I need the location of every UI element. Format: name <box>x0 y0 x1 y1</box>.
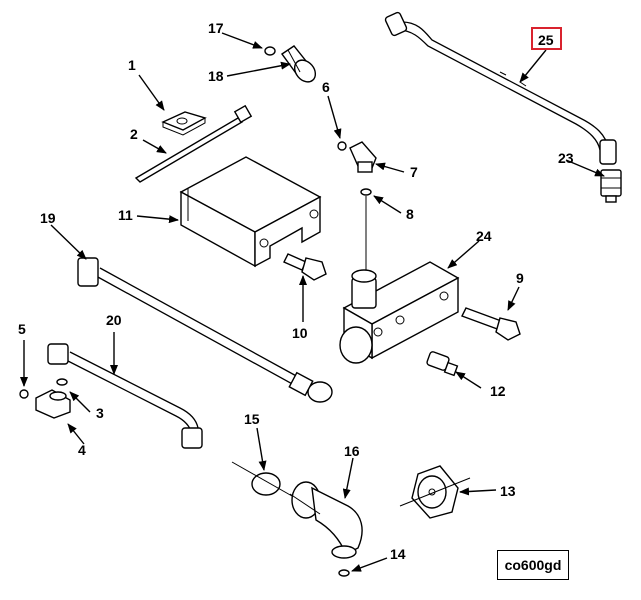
callout-25: 25 <box>538 32 554 48</box>
part-20-hose <box>47 343 203 449</box>
part-6-o-ring <box>337 141 347 151</box>
callout-15: 15 <box>244 411 260 427</box>
callout-23: 23 <box>558 150 574 166</box>
callout-13: 13 <box>500 483 516 499</box>
callout-16: 16 <box>344 443 360 459</box>
part-1-clamp <box>161 111 207 136</box>
part-15-o-ring <box>251 472 281 496</box>
callout-10: 10 <box>292 325 308 341</box>
callout-8: 8 <box>406 206 414 222</box>
callout-6: 6 <box>322 79 330 95</box>
part-25-hose <box>384 11 617 165</box>
part-14-o-ring <box>338 569 350 577</box>
highlighted-callout-box <box>531 27 562 50</box>
callout-3: 3 <box>96 405 104 421</box>
part-4-elbow-fitting <box>35 389 71 419</box>
callout-12: 12 <box>490 383 506 399</box>
part-3-o-ring <box>56 378 68 386</box>
callout-19: 19 <box>40 210 56 226</box>
part-11-mounting-block <box>179 156 322 268</box>
callout-5: 5 <box>18 321 26 337</box>
part-10-bolt <box>283 253 327 281</box>
callout-9: 9 <box>516 270 524 286</box>
leader-lines <box>20 32 605 572</box>
part-18-fitting <box>281 45 317 83</box>
part-2-cable-tie <box>134 104 253 183</box>
part-19-hose <box>77 257 333 403</box>
part-7-elbow-fitting <box>349 141 377 173</box>
part-9-bolt <box>461 307 521 341</box>
callout-4: 4 <box>78 442 86 458</box>
part-12-fitting <box>426 351 459 377</box>
part-23-fitting <box>600 169 622 203</box>
part-16-elbow-fitting <box>289 481 363 559</box>
figure-id-label: co600gd <box>497 550 569 580</box>
part-8-o-ring <box>360 188 372 196</box>
part-24-valve-block <box>339 261 460 364</box>
part-13-plug <box>399 465 471 519</box>
callout-1: 1 <box>128 57 136 73</box>
callout-20: 20 <box>106 312 122 328</box>
part-5-o-ring <box>19 389 29 399</box>
callout-24: 24 <box>476 228 492 244</box>
callout-18: 18 <box>208 68 224 84</box>
part-17-o-ring <box>264 46 276 56</box>
callout-14: 14 <box>390 546 406 562</box>
callout-2: 2 <box>130 126 138 142</box>
callout-17: 17 <box>208 20 224 36</box>
callout-7: 7 <box>410 164 418 180</box>
callout-numbers: 17 18 1 2 11 6 7 8 10 24 9 12 13 14 15 1… <box>18 20 574 562</box>
callout-11: 11 <box>118 207 133 223</box>
